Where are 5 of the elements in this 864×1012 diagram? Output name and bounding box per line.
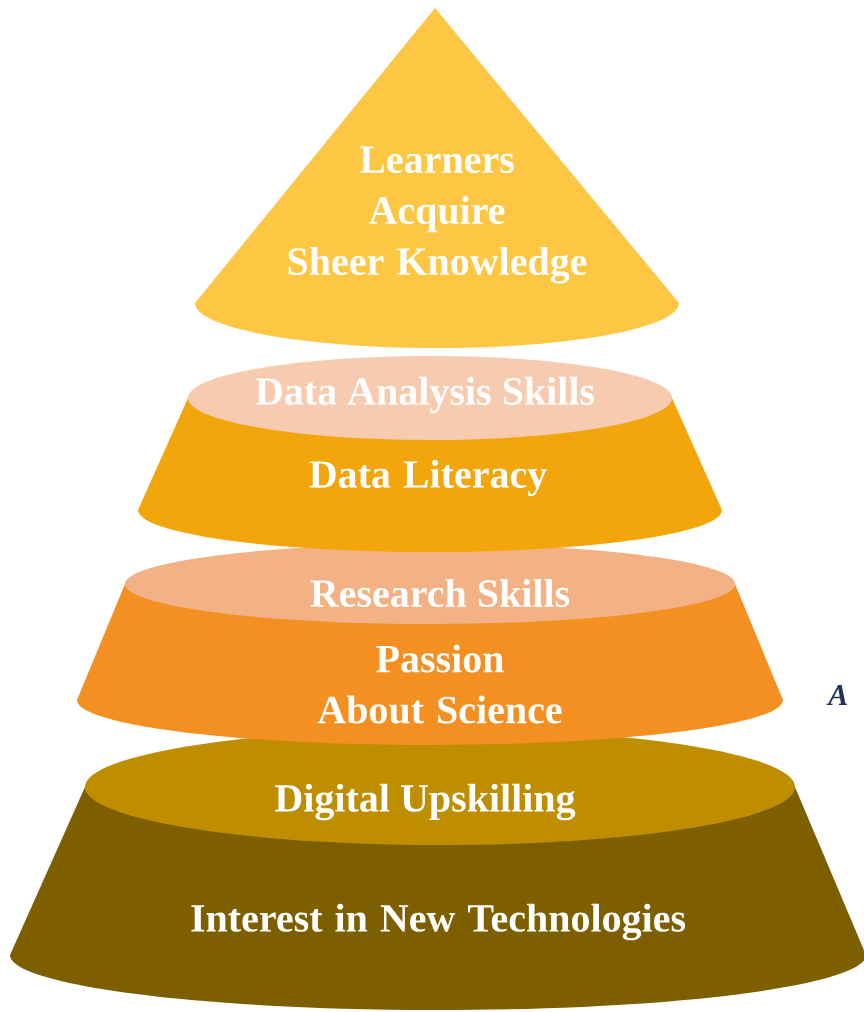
pyramid-tier: Data Analysis Skills Data Literacy	[138, 356, 722, 552]
pyramid-tier: Digital Upskilling Interest in New Technologies	[10, 729, 864, 1010]
pyramid-tier: Learners Acquire Sheer Knowledge	[195, 8, 679, 348]
pyramid-tier: Research Skills Passion About Science	[77, 544, 783, 745]
letter-label: A	[826, 685, 847, 705]
